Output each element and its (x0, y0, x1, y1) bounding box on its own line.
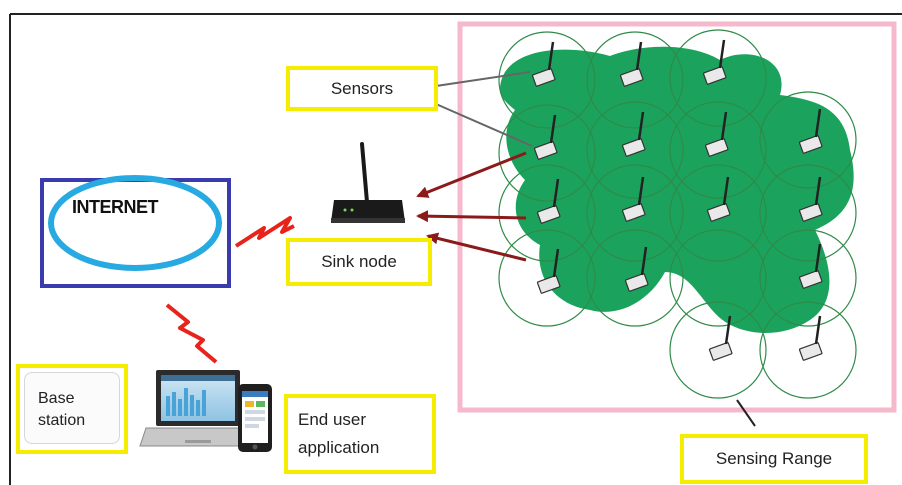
sensor-node-icon (619, 41, 644, 87)
range-circle (669, 229, 767, 327)
internet-ellipse (48, 175, 222, 271)
range-circle (498, 31, 596, 129)
smartphone-icon (238, 384, 272, 452)
sensor-node-icon (798, 243, 823, 289)
laptop-icon (139, 370, 257, 447)
sensing-range-label: Sensing Range (680, 434, 868, 484)
range-circle (759, 164, 857, 262)
sensing-range-callout-line (736, 399, 756, 427)
range-circle (759, 301, 857, 399)
lightning-link-icon (234, 216, 295, 248)
sensors-callout-line (435, 71, 531, 87)
sensor-node-icon (702, 39, 727, 85)
range-circle (586, 31, 684, 129)
sensors-callout-line (435, 103, 533, 147)
range-circle (586, 229, 684, 327)
end-user-line2: application (298, 438, 380, 457)
range-circle (669, 301, 767, 399)
data-flow-arrow (426, 232, 527, 262)
sensor-node-icon (536, 178, 561, 224)
sensor-node-icon (621, 176, 646, 222)
base-station-line2: station (38, 412, 86, 429)
sensor-node-icon (536, 248, 561, 294)
sensor-node-icon (706, 176, 731, 222)
sink-node-label: Sink node (286, 238, 432, 286)
end-user-line1: End user (298, 410, 367, 429)
sensors-label-text: Sensors (330, 78, 394, 98)
range-circle (498, 164, 596, 262)
internet-label: INTERNET (72, 197, 159, 217)
sensor-nodes (531, 39, 823, 361)
range-circle (498, 104, 596, 202)
sensor-node-icon (533, 114, 558, 160)
range-circle (669, 29, 767, 127)
base-station-line1: Base (38, 390, 75, 407)
sensing-range-circles (498, 29, 857, 399)
sink-node-label-text: Sink node (321, 252, 397, 271)
lightning-link-icon (165, 303, 218, 364)
sensor-node-icon (624, 246, 649, 292)
sensing-range-label-text: Sensing Range (715, 449, 833, 468)
sensor-node-icon (798, 176, 823, 222)
end-user-app-label: End user application (284, 394, 436, 474)
range-circle (498, 229, 596, 327)
range-circle (586, 164, 684, 262)
router-icon (331, 142, 405, 223)
sensor-node-icon (798, 108, 823, 154)
sensor-node-icon (708, 315, 733, 361)
range-circle (669, 164, 767, 262)
range-circle (586, 101, 684, 199)
data-flow-arrow (416, 151, 527, 198)
sensor-node-icon (798, 315, 823, 361)
range-circle (669, 101, 767, 199)
range-circle (759, 91, 857, 189)
base-station-text: Base station (38, 388, 85, 432)
sensor-node-icon (621, 111, 646, 157)
sensors-label: Sensors (286, 66, 438, 111)
range-circle (759, 229, 857, 327)
base-station-panel (24, 372, 120, 444)
sensor-node-icon (704, 111, 729, 157)
sensor-node-icon (531, 41, 556, 87)
data-flow-arrow (416, 210, 527, 223)
